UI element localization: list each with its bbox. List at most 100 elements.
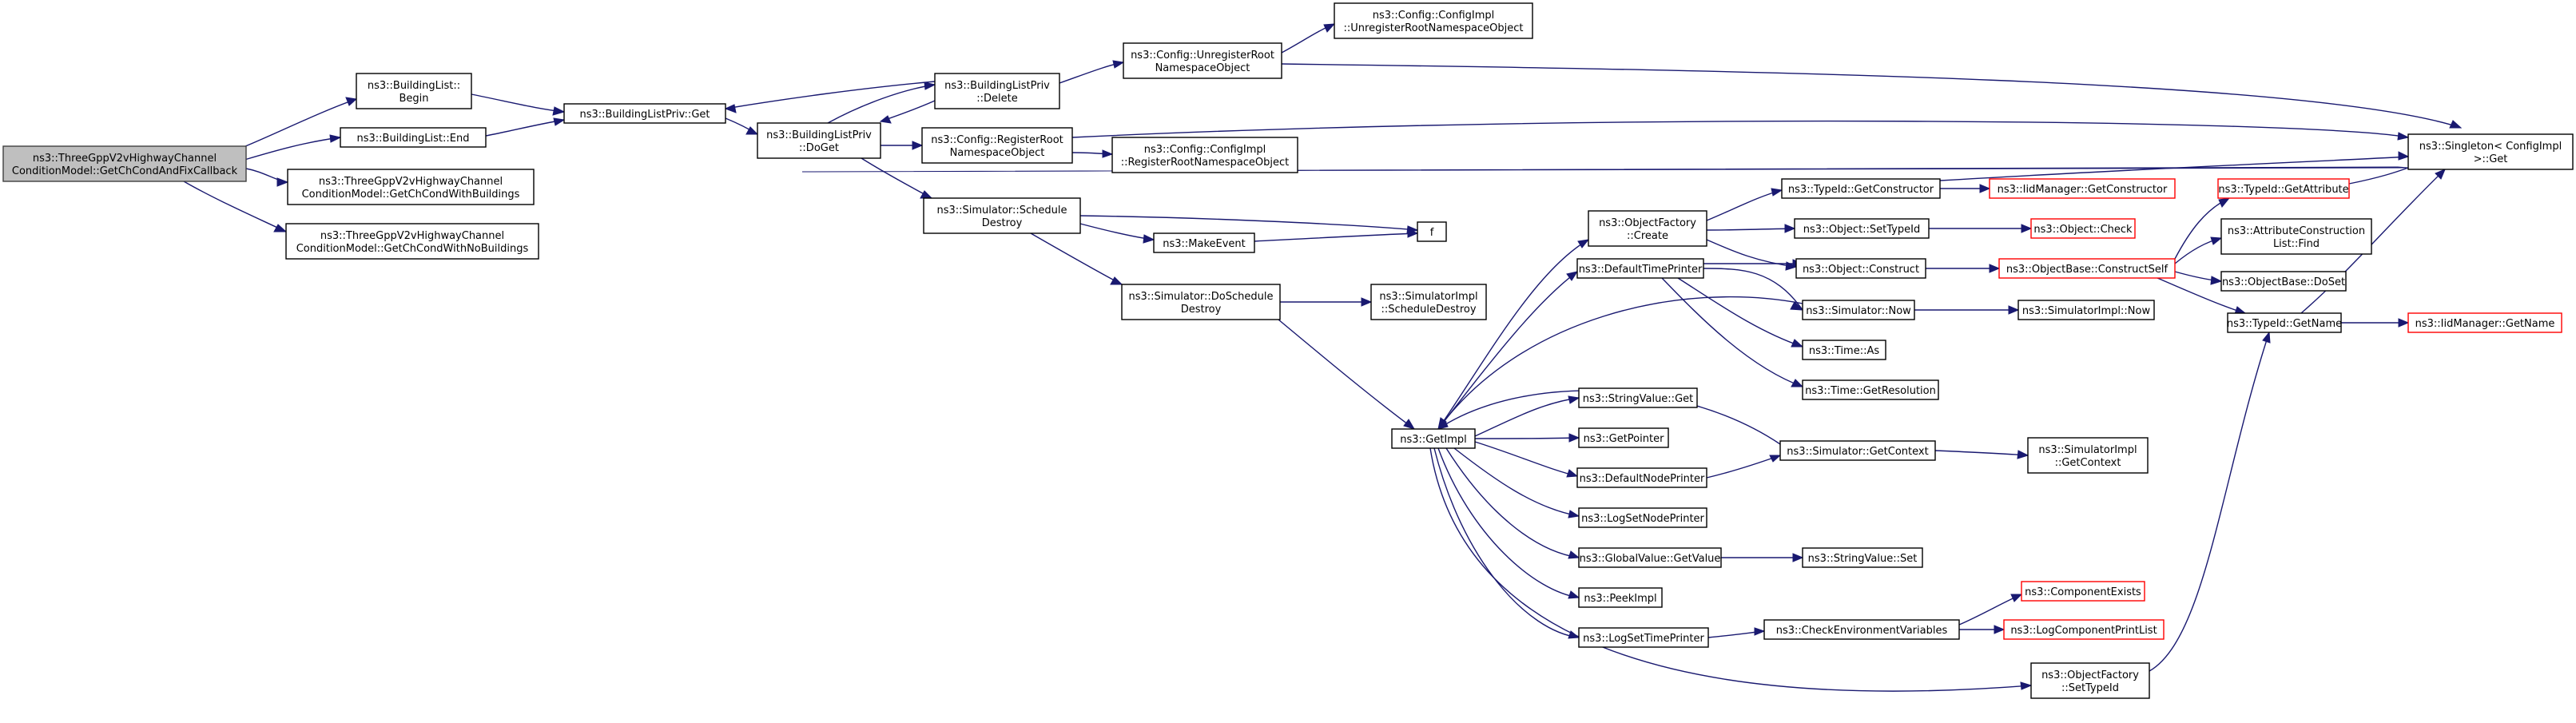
call-edge — [1677, 277, 1804, 348]
arrowhead-icon — [912, 141, 924, 150]
node-typeid-getctor[interactable]: ns3::TypeId::GetConstructor — [1781, 178, 1941, 199]
node-simimpl-sched[interactable]: ns3::SimulatorImpl::ScheduleDestroy — [1370, 284, 1487, 320]
call-edge — [1934, 450, 2029, 459]
node-box — [1578, 507, 1707, 528]
node-box — [1578, 587, 1663, 608]
node-cfg-reg[interactable]: ns3::Config::RegisterRootNamespaceObject — [921, 127, 1073, 164]
node-label: ns3::Simulator::GetContext — [1787, 446, 1928, 458]
node-obj-construct[interactable]: ns3::Object::Construct — [1795, 258, 1926, 279]
node-sim-sched[interactable]: ns3::Simulator::ScheduleDestroy — [923, 197, 1081, 234]
node-bl-end[interactable]: ns3::BuildingList::End — [340, 127, 487, 148]
node-objbase-cs[interactable]: ns3::ObjectBase::ConstructSelf — [1998, 258, 2176, 279]
node-label: ns3::ThreeGppV2vHighwayChannel — [319, 176, 503, 188]
call-edge — [827, 81, 936, 124]
call-edge — [244, 134, 342, 161]
node-logsettime[interactable]: ns3::LogSetTimePrinter — [1578, 627, 1709, 648]
call-edge — [1721, 553, 1804, 562]
node-iid-getctor[interactable]: ns3::IidManager::GetConstructor — [1989, 178, 2176, 199]
node-typeid-getattr[interactable]: ns3::TypeId::GetAttribute — [2217, 178, 2350, 199]
node-label: ns3::ObjectFactory — [1599, 217, 1696, 229]
node-label: ns3::BuildingListPriv::Get — [580, 109, 710, 121]
node-objfactory-settypeid[interactable]: ns3::ObjectFactory::SetTypeId — [2030, 662, 2150, 699]
node-simimpl-getctx[interactable]: ns3::SimulatorImpl::GetContext — [2027, 437, 2149, 474]
node-peekimpl[interactable]: ns3::PeekImpl — [1578, 587, 1663, 608]
call-edges — [183, 23, 2463, 692]
node-strval-set[interactable]: ns3::StringValue::Set — [1802, 547, 1923, 568]
node-box — [923, 197, 1081, 234]
node-getpointer[interactable]: ns3::GetPointer — [1578, 427, 1669, 448]
arrowhead-icon — [276, 177, 289, 187]
node-time-getres[interactable]: ns3::Time::GetResolution — [1802, 379, 1939, 400]
node-iid-getname[interactable]: ns3::IidManager::GetName — [2407, 312, 2562, 333]
call-edge — [1281, 23, 1336, 54]
node-nob[interactable]: ns3::ThreeGppV2vHighwayChannelConditionM… — [285, 223, 539, 260]
arrowhead-icon — [1769, 455, 1782, 463]
node-box — [2021, 581, 2145, 602]
arrowhead-icon — [329, 134, 342, 143]
call-edge — [881, 141, 924, 150]
node-box — [1111, 137, 1298, 173]
node-simimpl-now[interactable]: ns3::SimulatorImpl::Now — [2017, 300, 2155, 320]
call-edge — [879, 100, 936, 124]
node-def-node[interactable]: ns3::DefaultNodePrinter — [1576, 467, 1707, 488]
call-edge — [1914, 305, 2020, 315]
node-singleton-get[interactable]: ns3::Singleton< ConfigImpl >::Get — [2407, 133, 2574, 170]
node-def-time[interactable]: ns3::DefaultTimePrinter — [1576, 258, 1704, 279]
node-box — [1794, 218, 1930, 239]
node-blp-get[interactable]: ns3::BuildingListPriv::Get — [563, 103, 726, 124]
node-objfactory-create[interactable]: ns3::ObjectFactory::Create — [1588, 210, 1707, 247]
node-strval-get[interactable]: ns3::StringValue::Get — [1578, 387, 1698, 408]
node-getimpl[interactable]: ns3::GetImpl — [1391, 428, 1476, 449]
arrowhead-icon — [2449, 120, 2463, 129]
node-label: ns3::MakeEvent — [1163, 238, 1246, 250]
node-obj-check[interactable]: ns3::Object::Check — [2030, 218, 2136, 239]
node-box — [356, 73, 472, 109]
node-sim-getctx[interactable]: ns3::Simulator::GetContext — [1779, 440, 1936, 461]
node-box — [1781, 178, 1941, 199]
call-edge — [1926, 264, 2001, 273]
arrowhead-icon — [1437, 418, 1449, 430]
node-typeid-getname[interactable]: ns3::TypeId::GetName — [2227, 312, 2342, 333]
node-label: ns3::GetImpl — [1400, 434, 1467, 446]
node-label: ns3::Simulator::DoSchedule — [1128, 291, 1273, 303]
node-checkenv[interactable]: ns3::CheckEnvironmentVariables — [1763, 619, 1960, 640]
node-logsetnode[interactable]: ns3::LogSetNodePrinter — [1578, 507, 1707, 528]
node-objbase-doset[interactable]: ns3::ObjectBase::DoSet — [2220, 271, 2347, 292]
node-box — [1576, 467, 1707, 488]
node-label: ConditionModel::GetChCondWithNoBuildings — [296, 243, 529, 255]
node-obj-settypeid[interactable]: ns3::Object::SetTypeId — [1794, 218, 1930, 239]
call-edge — [1474, 395, 1580, 437]
node-bl-begin[interactable]: ns3::BuildingList::Begin — [356, 73, 472, 109]
node-f[interactable]: f — [1417, 221, 1447, 242]
node-blp-doget[interactable]: ns3::BuildingListPriv::DoGet — [757, 122, 881, 159]
arrowhead-icon — [2017, 450, 2029, 459]
call-edge — [1959, 625, 2006, 634]
node-box — [1578, 547, 1722, 568]
node-withb[interactable]: ns3::ThreeGppV2vHighwayChannelConditionM… — [287, 169, 535, 205]
node-blp-delete[interactable]: ns3::BuildingListPriv::Delete — [934, 73, 1060, 109]
node-label: ns3::TypeId::GetAttribute — [2218, 184, 2348, 196]
node-box — [287, 169, 535, 205]
arrowhead-icon — [1784, 224, 1796, 233]
node-cfg-unreg[interactable]: ns3::Config::UnregisterRootNamespaceObje… — [1123, 42, 1282, 79]
node-compexists[interactable]: ns3::ComponentExists — [2021, 581, 2145, 602]
node-sim-now[interactable]: ns3::Simulator::Now — [1802, 300, 1915, 320]
node-gv-getvalue[interactable]: ns3::GlobalValue::GetValue — [1578, 547, 1722, 568]
call-edge — [239, 97, 358, 149]
node-root[interactable]: ns3::ThreeGppV2vHighwayChannelConditionM… — [2, 145, 247, 182]
edge-line — [1079, 223, 1155, 240]
node-cfgimpl-reg[interactable]: ns3::Config::ConfigImpl::RegisterRootNam… — [1111, 137, 1298, 173]
node-time-as[interactable]: ns3::Time::As — [1802, 340, 1886, 360]
edge-line — [239, 98, 357, 149]
node-box — [2220, 218, 2372, 255]
node-box — [2017, 300, 2155, 320]
node-makeevent[interactable]: ns3::MakeEvent — [1153, 232, 1255, 253]
arrowhead-icon — [2210, 236, 2223, 245]
node-cfgimpl-unreg[interactable]: ns3::Config::ConfigImpl::UnregisterRootN… — [1334, 2, 1533, 39]
call-edge — [1059, 60, 1125, 84]
node-box — [934, 73, 1060, 109]
node-label: f — [1430, 227, 1434, 239]
node-logcomplist[interactable]: ns3::LogComponentPrintList — [2003, 619, 2165, 640]
